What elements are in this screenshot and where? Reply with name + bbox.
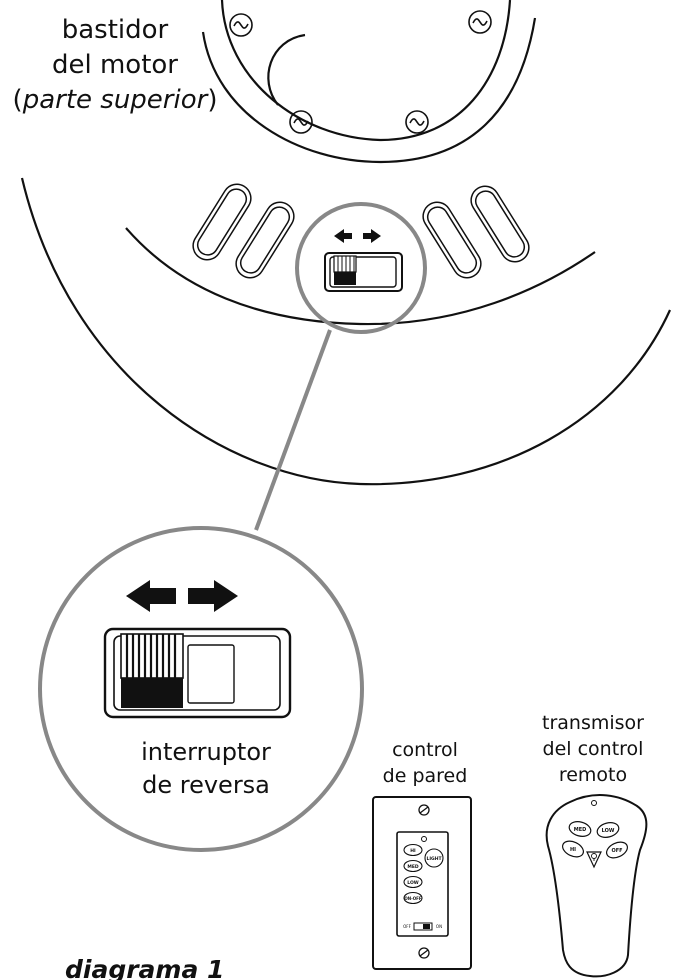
- wall-on-label: ON: [436, 924, 442, 929]
- fan-body-inner-arc: [125, 227, 596, 326]
- magnifier-large-circle: [38, 526, 364, 852]
- diagram-caption: diagrama 1: [65, 955, 224, 980]
- screw-icon: [405, 110, 429, 134]
- wall-hi-button[interactable]: HI: [403, 843, 423, 857]
- wall-low-button[interactable]: LOW: [403, 875, 423, 889]
- motor-housing-label-line1: bastidor: [62, 15, 169, 45]
- remote-body: [545, 794, 648, 978]
- motor-housing-label-line3: (parte superior): [13, 85, 218, 115]
- wall-light-label: LIGHT: [426, 856, 442, 862]
- magnifier: [38, 202, 427, 852]
- magnifier-small-circle: [295, 202, 427, 334]
- remote-off-button[interactable]: OFF: [604, 839, 630, 861]
- double-arrow-icon: [126, 580, 238, 612]
- magnifier-connector: [254, 329, 332, 531]
- motor-housing: [20, 0, 672, 486]
- hub-arc: [267, 33, 306, 106]
- remote-low-label: LOW: [602, 828, 615, 834]
- remote-label-line2: del control: [543, 738, 644, 760]
- screw-icon: [418, 804, 430, 959]
- reverse-switch-label-line1: interruptor: [141, 738, 271, 766]
- vent-slot: [422, 201, 482, 279]
- double-arrow-icon: [334, 229, 381, 243]
- wall-onoff-label: ON-OFF: [404, 896, 422, 901]
- wall-control-label-line2: de pared: [383, 765, 468, 787]
- remote-transmitter: MED LOW HI OFF: [545, 794, 648, 978]
- wall-low-label: LOW: [407, 880, 419, 886]
- remote-low-button[interactable]: LOW: [596, 820, 621, 839]
- remote-off-label: OFF: [611, 848, 622, 854]
- reverse-switch-large[interactable]: [103, 580, 292, 719]
- vent-slot: [470, 185, 530, 263]
- remote-hi-button[interactable]: HI: [560, 838, 586, 860]
- remote-hi-label: HI: [570, 847, 576, 853]
- ventilation-slots: [192, 183, 530, 279]
- mounting-screws: [229, 10, 492, 134]
- wall-power-switch[interactable]: OFF ON: [403, 922, 442, 931]
- remote-label-line1: transmisor: [542, 712, 644, 734]
- fan-body-outer-arc: [20, 177, 672, 486]
- wall-onoff-button[interactable]: ON-OFF: [403, 891, 423, 905]
- remote-label-line3: remoto: [559, 764, 627, 786]
- wall-control-label-line1: control: [392, 739, 458, 761]
- remote-light-button[interactable]: [586, 851, 602, 869]
- motor-housing-label-line2: del motor: [52, 50, 178, 80]
- housing-inner-arc: [220, 0, 512, 142]
- vent-slot: [235, 201, 295, 279]
- light-bulb-icon: [591, 853, 597, 861]
- screw-icon: [468, 10, 492, 34]
- labels: bastidor del motor (parte superior) inte…: [13, 15, 645, 980]
- remote-med-button[interactable]: MED: [568, 819, 593, 838]
- wall-off-label: OFF: [403, 924, 411, 929]
- vent-slot: [192, 183, 252, 261]
- wall-med-label: MED: [407, 864, 419, 870]
- reverse-switch-label-line2: de reversa: [142, 771, 270, 799]
- wall-light-button[interactable]: LIGHT: [424, 848, 444, 868]
- housing-outer-arc: [201, 17, 537, 164]
- reverse-switch-small[interactable]: [324, 229, 403, 292]
- wall-control: HI MED LIGHT LOW ON-OFF OFF ON: [372, 796, 472, 970]
- screw-icon: [289, 110, 313, 134]
- screw-icon: [229, 13, 253, 37]
- wall-hi-label: HI: [410, 848, 416, 854]
- wall-med-button[interactable]: MED: [403, 859, 423, 873]
- remote-med-label: MED: [574, 827, 587, 833]
